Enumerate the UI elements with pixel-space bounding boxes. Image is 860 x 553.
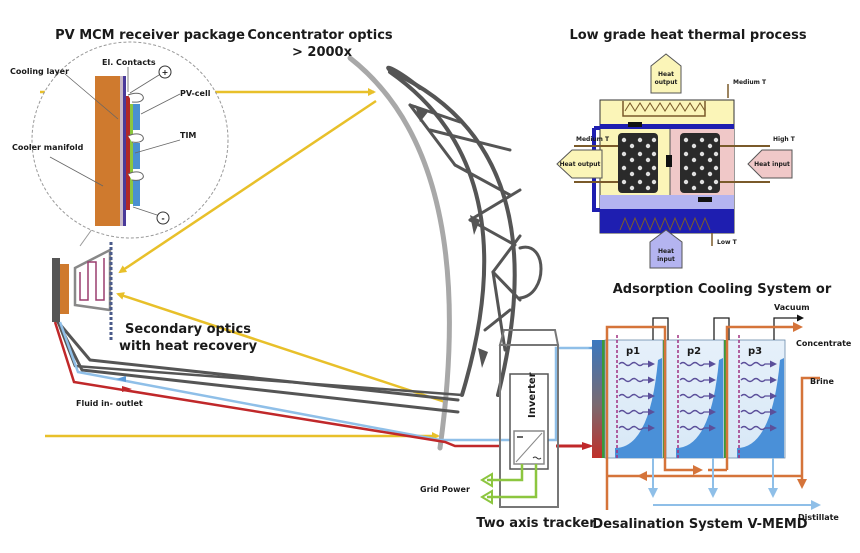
- vapor-flow-arrow: [618, 408, 655, 416]
- heat-exchanger: [592, 340, 602, 458]
- brine-line: [797, 376, 820, 489]
- stage-label-p3: p3: [748, 346, 762, 357]
- cooling-layer-strip: [123, 76, 126, 226]
- concentrate-label: Concentrate: [796, 339, 852, 348]
- tim-label: TIM: [180, 131, 196, 140]
- reflected-ray-2: [116, 292, 446, 404]
- pv-cell-label: PV-cell: [180, 89, 211, 98]
- distillate-label: Distillate: [798, 513, 839, 522]
- reflected-ray-1: [118, 99, 377, 274]
- inverter-label: Inverter: [527, 372, 538, 418]
- heat-output-top-label-2: output: [655, 79, 678, 86]
- concentrator-title-2: > 2000x: [292, 45, 353, 60]
- desalination-title: Desalination System V-MEMD: [592, 517, 807, 532]
- stage-label-p1: p1: [626, 346, 640, 357]
- labels: PV MCM receiver package Concentrator opt…: [10, 28, 852, 532]
- heat-output-top-label-1: Heat: [658, 71, 674, 78]
- positive-terminal-icon: [158, 65, 172, 79]
- heat-output-left-arrow: [556, 149, 603, 179]
- secondary-title-2: with heat recovery: [119, 339, 258, 354]
- pv-cell-2: [133, 143, 140, 169]
- vapor-flow-arrow: [740, 360, 777, 368]
- medium-t-top-label: Medium T: [733, 79, 767, 86]
- cold-fluid-line: [58, 321, 596, 442]
- pv-mcm-detail: [31, 41, 229, 239]
- adsorption-title: Adsorption Cooling System or: [613, 282, 832, 297]
- low-grade-title: Low grade heat thermal process: [569, 28, 806, 43]
- vapor-flow-arrow: [740, 392, 777, 400]
- concentrator-title-1: Concentrator optics: [247, 28, 393, 43]
- concentrate-line: [725, 322, 803, 470]
- secondary-optics: [52, 224, 113, 342]
- tracker-title: Two axis tracker: [476, 516, 596, 531]
- two-axis-tracker: [480, 329, 560, 508]
- vapor-flow-arrow: [679, 360, 716, 368]
- fluid-label: Fluid in- outlet: [76, 399, 143, 408]
- el-contacts-label: El. Contacts: [102, 58, 156, 67]
- plus-sign: +: [162, 68, 169, 77]
- minus-sign: -: [161, 214, 164, 223]
- heat-input-bottom-arrow: [649, 229, 683, 269]
- cooling-layer-label: Cooling layer: [10, 67, 69, 76]
- hot-fluid-line: [53, 321, 500, 448]
- vacuum-line: [773, 314, 804, 340]
- vapor-flow-arrow: [679, 376, 716, 384]
- heat-input-right-label: Heat input: [754, 161, 790, 168]
- vapor-flow-arrow: [618, 392, 655, 400]
- frame-inner-arc: [388, 70, 487, 397]
- heat-input-right-arrow: [747, 149, 793, 179]
- heat-output-top-arrow: [650, 53, 682, 94]
- grid-arrow-2: [480, 489, 493, 505]
- heat-input-bottom-label-1: Heat: [658, 248, 674, 255]
- grid-arrow-1: [480, 472, 493, 488]
- vapor-flow-arrow: [679, 424, 716, 432]
- high-t-label: High T: [773, 136, 796, 143]
- pv-mcm-title: PV MCM receiver package: [55, 28, 245, 43]
- brine-label: Brine: [810, 377, 834, 386]
- vacuum-label: Vacuum: [774, 303, 810, 312]
- thermal-process-diagram: [556, 53, 793, 269]
- cooler-manifold-block: [95, 76, 120, 226]
- vapor-flow-arrow: [740, 424, 777, 432]
- secondary-title-1: Secondary optics: [125, 322, 251, 337]
- pv-cell-1: [133, 104, 140, 130]
- stage-label-p2: p2: [687, 346, 701, 357]
- heat-output-left-label: Heat output: [560, 161, 601, 168]
- negative-terminal-icon: [156, 211, 170, 225]
- grid-power-label: Grid Power: [420, 485, 470, 494]
- mirror-surface: [347, 55, 452, 451]
- vapor-flow-arrow: [679, 408, 716, 416]
- desalination-system: [592, 314, 821, 510]
- cooler-manifold-label: Cooler manifold: [12, 143, 84, 152]
- medium-t-left-label: Medium T: [576, 136, 610, 143]
- vapor-flow-arrow: [618, 424, 655, 432]
- heat-input-bottom-label-2: input: [657, 256, 675, 263]
- vapor-flow-arrow: [740, 376, 777, 384]
- vapor-flow-arrow: [740, 408, 777, 416]
- vapor-flow-arrow: [618, 360, 655, 368]
- vapor-flow-arrow: [618, 376, 655, 384]
- vapor-flow-arrow: [679, 392, 716, 400]
- low-t-label: Low T: [717, 239, 738, 246]
- pv-cell-3: [133, 180, 140, 206]
